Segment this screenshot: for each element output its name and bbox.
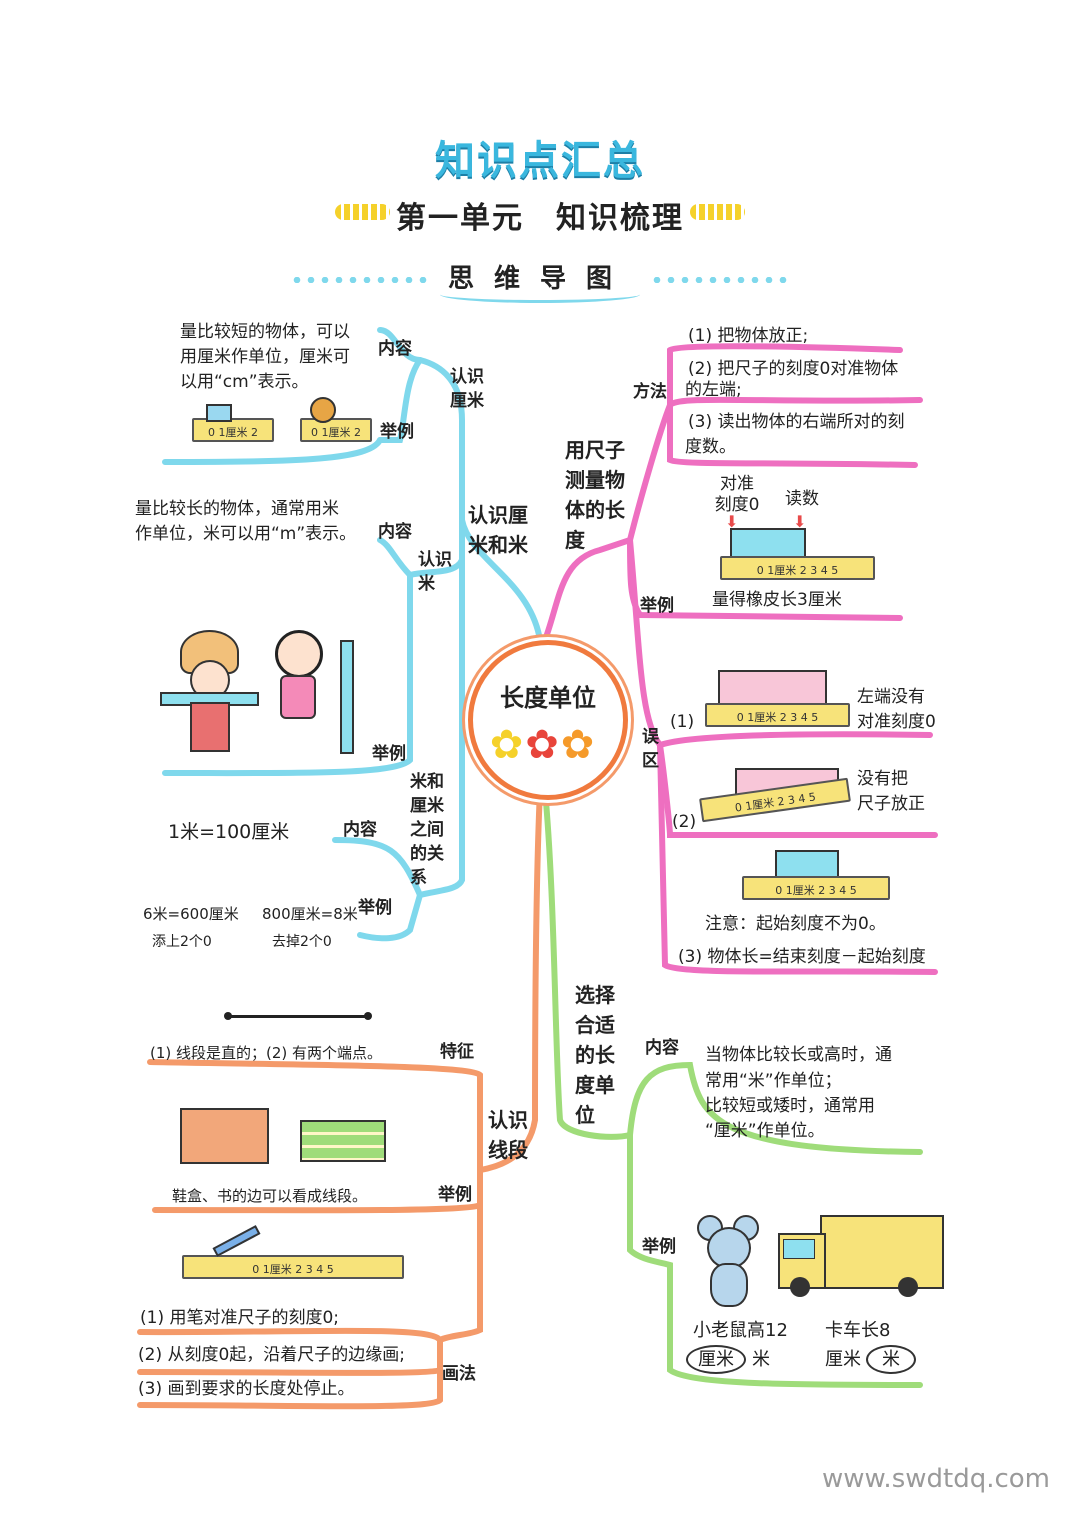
banner-wave bbox=[440, 286, 640, 303]
relation-content: 1米=100厘米 bbox=[168, 821, 290, 843]
tag-feature: 特征 bbox=[440, 1042, 474, 1062]
tag-method: 方法 bbox=[633, 382, 667, 402]
formula-length: (3) 物体长=结束刻度－起始刻度 bbox=[678, 947, 926, 967]
banner-dots-left bbox=[290, 277, 430, 283]
mouse-illustration bbox=[695, 1215, 760, 1307]
unit-content-3: 比较短或矮时，通常用 bbox=[705, 1096, 875, 1116]
m-content-1: 量比较长的物体，通常用米 bbox=[135, 499, 339, 519]
tag-relation-example: 举例 bbox=[358, 898, 392, 918]
read-label: 读数 bbox=[785, 489, 819, 509]
method-2: (2) 把尺子的刻度0对准物体 bbox=[688, 359, 899, 379]
tag-m-content: 内容 bbox=[378, 522, 412, 542]
arrow-down-icon: ⬇ bbox=[725, 512, 739, 531]
draw-step-1: (1) 用笔对准尺子的刻度0; bbox=[140, 1308, 340, 1328]
relation-example-2-note: 去掉2个0 bbox=[272, 934, 332, 950]
ruler-icon: 0 1厘米 2 3 4 5 bbox=[742, 876, 890, 900]
line-segment-icon bbox=[224, 1012, 372, 1020]
note-start-not-zero: 注意：起始刻度不为0。 bbox=[705, 914, 886, 934]
mouse-option-cm: 厘米 bbox=[686, 1345, 746, 1374]
draw-step-2: (2) 从刻度0起，沿着尺子的边缘画; bbox=[138, 1345, 406, 1365]
center-node bbox=[468, 640, 628, 800]
relation-example-2: 800厘米=8米 bbox=[262, 905, 358, 923]
cm-content-2: 用厘米作单位，厘米可 bbox=[180, 347, 350, 367]
relation-example-1-note: 添上2个0 bbox=[152, 934, 212, 950]
child-with-meter-stick-illustration bbox=[160, 630, 259, 752]
thumbtack-icon bbox=[206, 404, 232, 422]
mistake-1-line-2: 对准刻度0 bbox=[857, 712, 936, 732]
mistake-1-line-1: 左端没有 bbox=[857, 687, 925, 707]
example-shoebox-books: 鞋盒、书的边可以看成线段。 bbox=[172, 1187, 368, 1205]
ruler-icon: 0 1厘米 2 bbox=[300, 418, 372, 442]
watermark: www.swdtdq.com bbox=[822, 1464, 1050, 1494]
tag-draw-method: 画法 bbox=[442, 1364, 476, 1384]
ruler-icon: 0 1厘米 2 bbox=[192, 418, 274, 442]
books-illustration bbox=[300, 1120, 386, 1162]
tag-cm-content: 内容 bbox=[378, 339, 412, 359]
unit-content-1: 当物体比较长或高时，通 bbox=[705, 1045, 892, 1065]
girl-with-meter-stick-illustration bbox=[260, 620, 370, 755]
mistake-1-num: (1) bbox=[670, 712, 695, 732]
align-zero-label: 对准刻度0 bbox=[714, 474, 760, 515]
wheat-left-icon bbox=[335, 204, 390, 220]
tag-relation-content: 内容 bbox=[343, 820, 377, 840]
arrow-down-icon: ⬇ bbox=[793, 512, 807, 531]
method-2b: 的左端; bbox=[685, 380, 742, 400]
node-know-cm: 认识厘米 bbox=[450, 367, 484, 411]
feature-text: (1) 线段是直的；(2) 有两个端点。 bbox=[150, 1044, 383, 1062]
center-label: 长度单位 bbox=[500, 684, 596, 712]
ruler-icon: 0 1厘米 2 3 4 5 bbox=[720, 556, 875, 580]
mistake-2-num: (2) bbox=[672, 812, 697, 832]
cm-content-1: 量比较短的物体，可以 bbox=[180, 322, 350, 342]
node-know-m: 认识米 bbox=[418, 550, 452, 594]
ruler-icon: 0 1厘米 2 3 4 5 bbox=[705, 703, 850, 727]
mistake-2-line-1: 没有把 bbox=[857, 769, 908, 789]
unit-content-2: 常用“米”作单位； bbox=[705, 1071, 842, 1091]
relation-example-1: 6米=600厘米 bbox=[143, 905, 239, 923]
method-3: (3) 读出物体的右端所对的刻 bbox=[688, 412, 905, 432]
branch-know-cm-m: 认识厘米和米 bbox=[468, 503, 528, 557]
selected-circle: 米 bbox=[866, 1345, 916, 1374]
branch-measure-with-ruler: 用尺子测量物体的长度 bbox=[565, 438, 625, 552]
flowers-icon: ✿✿✿ bbox=[489, 722, 597, 768]
tag-unit-example: 举例 bbox=[642, 1237, 676, 1257]
m-content-2: 作单位，米可以用“m”表示。 bbox=[135, 524, 357, 544]
draw-step-3: (3) 画到要求的长度处停止。 bbox=[138, 1379, 355, 1399]
node-m-cm-relation: 米和厘米之间的关系 bbox=[410, 772, 444, 888]
tag-segment-example: 举例 bbox=[438, 1185, 472, 1205]
tag-mistake: 误区 bbox=[642, 727, 659, 771]
unit-content-4: “厘米”作单位。 bbox=[705, 1121, 825, 1141]
mistake-2-line-2: 尺子放正 bbox=[857, 794, 925, 814]
unit-subtitle: 第一单元 知识梳理 bbox=[396, 201, 684, 236]
truck-option-cm: 厘米 bbox=[825, 1349, 861, 1370]
tag-unit-content: 内容 bbox=[645, 1038, 679, 1058]
method-3b: 度数。 bbox=[685, 437, 736, 457]
selected-circle: 厘米 bbox=[686, 1345, 746, 1374]
mouse-option-m: 米 bbox=[752, 1349, 770, 1370]
method-1: (1) 把物体放正; bbox=[688, 326, 809, 346]
mouse-height-text: 小老鼠高12 bbox=[693, 1320, 788, 1341]
truck-length-text: 卡车长8 bbox=[825, 1320, 891, 1341]
truck-illustration bbox=[778, 1215, 944, 1300]
ruler-icon: 0 1厘米 2 3 4 5 bbox=[182, 1255, 404, 1279]
measure-example-result: 量得橡皮长3厘米 bbox=[712, 590, 842, 610]
page-title: 知识点汇总 bbox=[435, 138, 645, 184]
shoebox-illustration bbox=[180, 1108, 269, 1164]
branch-line-segment: 认识线段 bbox=[488, 1108, 528, 1162]
cm-content-3: 以用“cm”表示。 bbox=[180, 372, 309, 392]
tag-cm-example: 举例 bbox=[380, 422, 414, 442]
truck-option-m: 米 bbox=[866, 1345, 916, 1374]
wheat-right-icon bbox=[690, 204, 745, 220]
tag-m-example: 举例 bbox=[372, 744, 406, 764]
banner-dots-right bbox=[650, 277, 790, 283]
cookie-icon bbox=[310, 397, 336, 423]
tag-measure-example: 举例 bbox=[640, 596, 674, 616]
branch-choose-unit: 选择合适的长度单位 bbox=[575, 983, 615, 1127]
